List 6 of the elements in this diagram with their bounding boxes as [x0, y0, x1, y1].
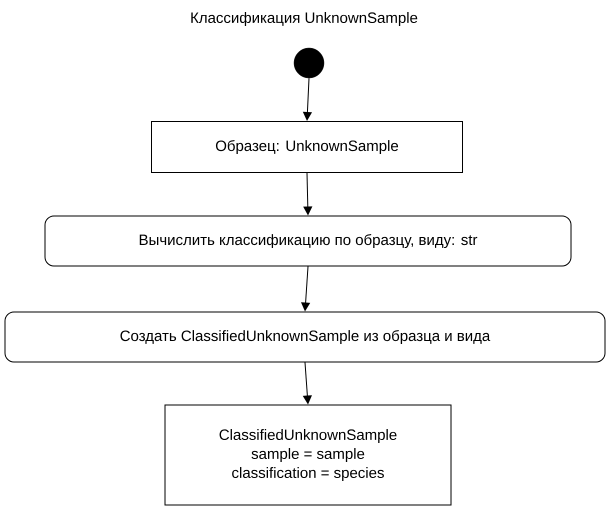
diagram-title: Классификация UnknownSample: [191, 12, 418, 26]
start-node: [294, 48, 324, 78]
action-box: Вычислить классификацию по образцу, виду: str: [44, 216, 572, 266]
action-box: Создать ClassifiedUnknownSample из образца и вида: [4, 312, 606, 362]
object-box: ClassifiedUnknownSample sample = sample classification = species: [164, 404, 452, 506]
object-box: Образец: UnknownSample: [151, 121, 463, 173]
